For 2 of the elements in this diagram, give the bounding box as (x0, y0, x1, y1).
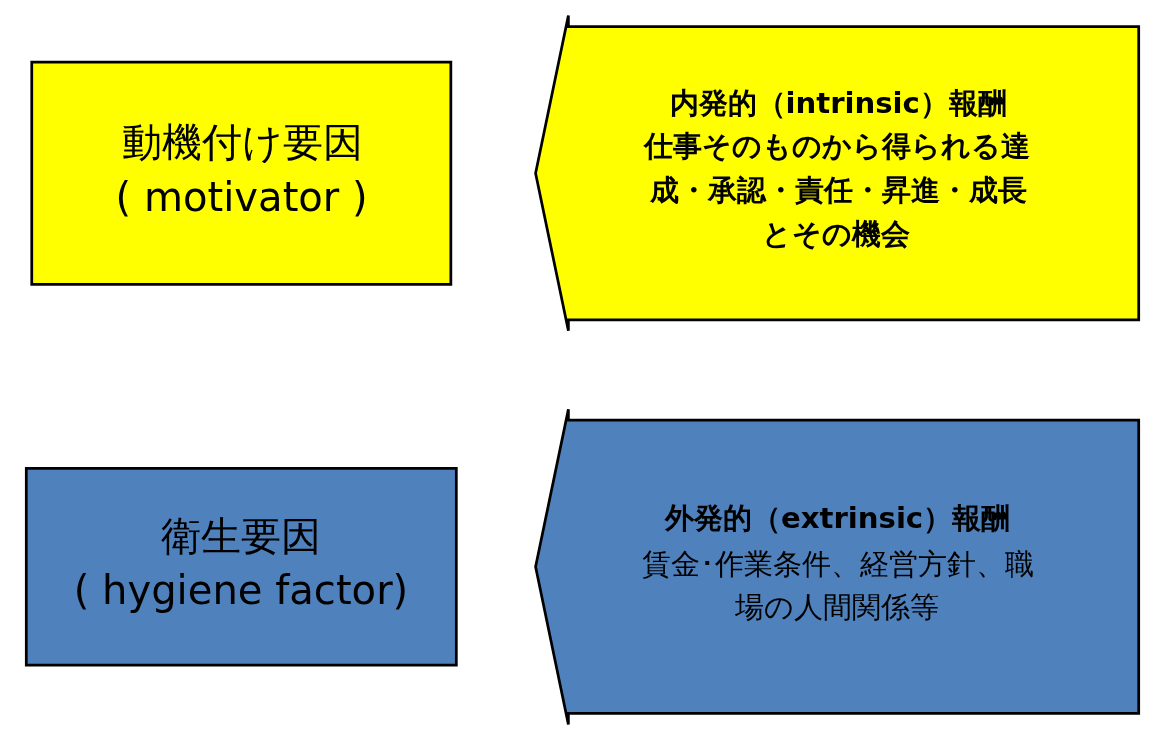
node-box: 動機付け要因 ( motivator ) (30, 60, 453, 286)
node-box: 衛生要因 ( hygiene factor) (24, 467, 458, 667)
